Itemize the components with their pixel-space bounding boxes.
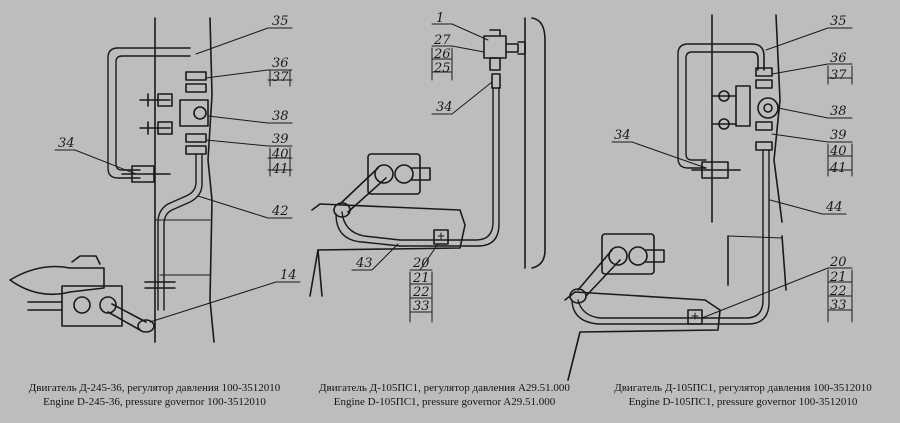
p2-label-9: 33 [413, 299, 430, 314]
governor-38 [757, 97, 779, 119]
panel-3-caption: Двигатель Д-105ПС1, регулятор давления 1… [598, 381, 888, 409]
p1-label-4: 39 [272, 132, 289, 147]
p1-label-6: 41 [271, 162, 289, 177]
pipe-loop-35 [677, 43, 753, 169]
p3-label-4: 39 [830, 128, 847, 143]
pipe-loop-35 [107, 47, 191, 179]
panel-1-labels: 35 36 37 38 39 40 41 42 34 14 [58, 14, 297, 283]
p3-label-12: 33 [830, 298, 847, 313]
p2-label-0: 1 [436, 11, 444, 26]
fitting-20 [687, 309, 703, 325]
panel-1-caption-en: Engine D-245-36, pressure governor 100-3… [43, 396, 266, 408]
pipe-44 [639, 149, 764, 319]
p2-label-5: 43 [355, 256, 373, 271]
p2-label-8: 22 [412, 285, 430, 300]
governor-38 [179, 99, 209, 127]
p3-label-3: 38 [830, 104, 847, 119]
fitting-20 [433, 229, 449, 245]
p1-label-1: 36 [272, 56, 289, 71]
clamp-36 [185, 71, 207, 81]
panel-2-caption-en: Engine D-105ПС1, pressure governor A29.5… [333, 396, 556, 408]
panel-3-labels: 35 36 37 38 39 40 41 34 44 20 21 22 33 [614, 14, 847, 313]
panel-2-caption-ru: Двигатель Д-105ПС1, регулятор давления А… [319, 382, 570, 394]
panel-2-labels: 1 27 26 25 34 43 20 21 22 33 [355, 11, 453, 314]
panel-1-caption: Двигатель Д-245-36, регулятор давления 1… [12, 381, 297, 409]
p3-label-0: 35 [830, 14, 847, 29]
p3-label-7: 34 [614, 128, 631, 143]
pipe-34 [399, 87, 494, 241]
p2-label-1: 27 [433, 33, 451, 48]
panel-2-caption: Двигатель Д-105ПС1, регулятор давления А… [302, 381, 587, 409]
bracket-14 [61, 285, 123, 327]
p2-label-2: 26 [433, 47, 451, 62]
panel-3-caption-ru: Двигатель Д-105ПС1, регулятор давления 1… [614, 382, 872, 394]
panel-2-drawing [309, 17, 546, 323]
p1-label-0: 35 [272, 14, 289, 29]
p1-label-9: 14 [280, 268, 297, 283]
bracket [601, 233, 655, 275]
panel-3-drawing [564, 14, 853, 381]
pipe-43 [341, 211, 401, 241]
p1-label-5: 40 [271, 147, 289, 162]
p3-label-6: 41 [829, 161, 847, 176]
p3-label-9: 20 [829, 255, 847, 270]
compressor-body [9, 265, 105, 296]
p3-label-10: 21 [829, 270, 847, 285]
p2-label-4: 34 [436, 100, 453, 115]
p2-label-6: 20 [412, 256, 430, 271]
panel-1-caption-ru: Двигатель Д-245-36, регулятор давления 1… [28, 382, 281, 394]
panel-3-caption-en: Engine D-105ПС1, pressure governor 100-3… [628, 396, 858, 408]
clamp-39 [755, 121, 773, 131]
p2-label-3: 25 [433, 61, 451, 76]
p3-label-11: 22 [829, 284, 847, 299]
panel-1-drawing [9, 17, 301, 343]
frame-side [531, 17, 546, 269]
p2-label-7: 21 [412, 271, 430, 286]
p3-label-8: 44 [825, 200, 843, 215]
rod-14 [107, 303, 147, 331]
p1-label-7: 42 [271, 204, 289, 219]
p3-label-2: 37 [830, 68, 847, 83]
bracket [367, 153, 421, 195]
p3-label-1: 36 [830, 51, 847, 66]
clamp-39 [185, 133, 207, 143]
clamp-36 [755, 67, 773, 77]
p3-label-5: 40 [829, 144, 847, 159]
p1-label-8: 34 [58, 136, 75, 151]
p1-label-3: 38 [272, 109, 289, 124]
p1-label-2: 37 [272, 70, 289, 85]
pipe-42 [157, 153, 197, 311]
